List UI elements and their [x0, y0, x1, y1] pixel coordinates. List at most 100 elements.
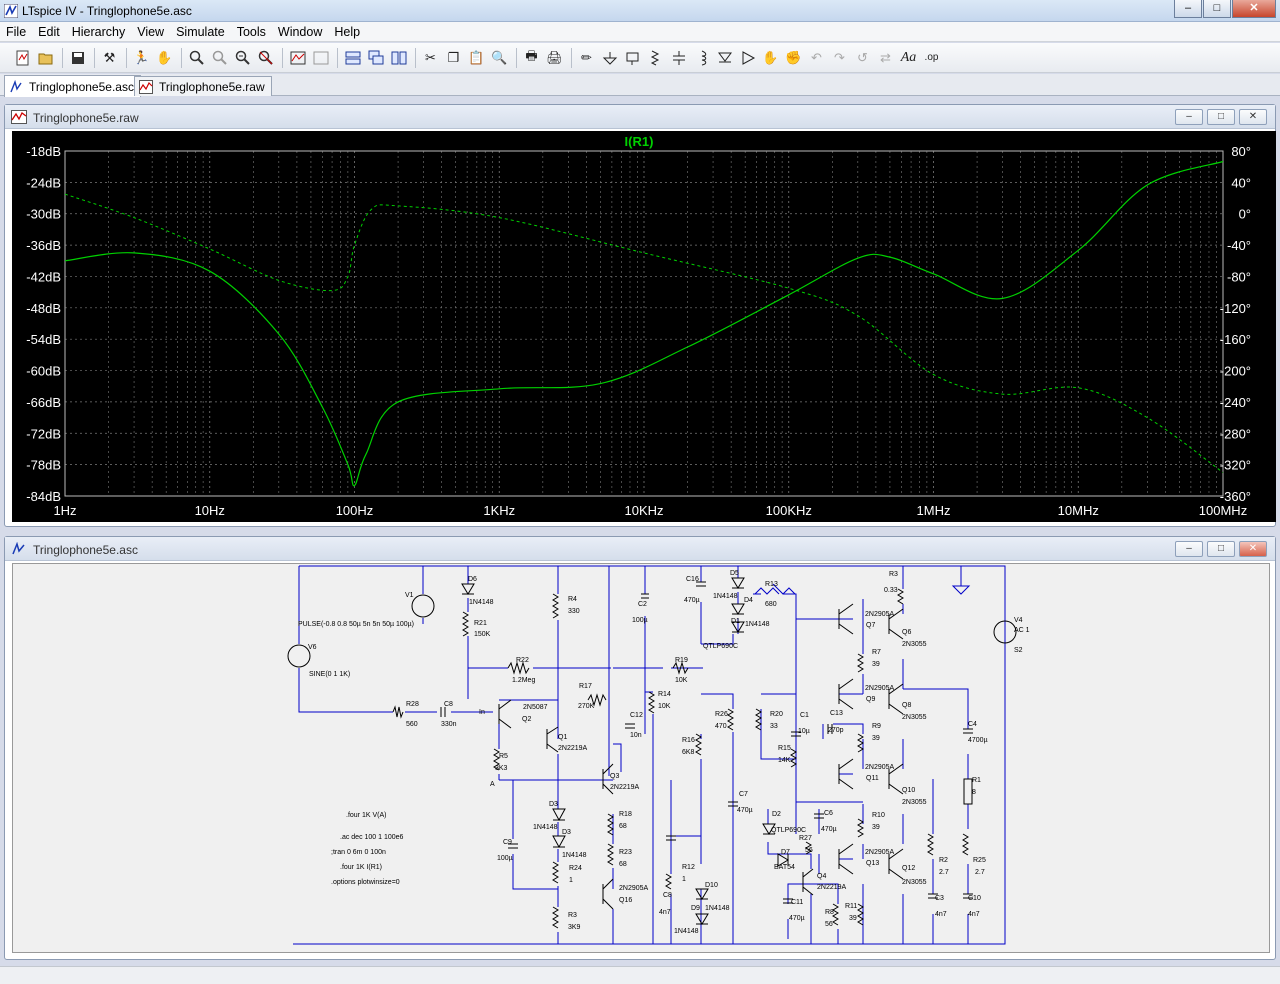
control-panel-icon[interactable]: ⚒ — [103, 49, 116, 65]
schematic-label[interactable]: D5 — [730, 570, 739, 577]
schematic-label[interactable]: 1N4148 — [713, 593, 738, 600]
schematic-label[interactable]: 10K — [675, 677, 688, 684]
zoom-cancel-icon[interactable] — [255, 47, 276, 68]
tab-waveform[interactable]: Tringlophone5e.raw — [134, 76, 272, 96]
redo-icon[interactable]: ↷ — [834, 49, 845, 65]
schematic-label[interactable]: 470µ — [821, 826, 837, 833]
cut-icon[interactable]: ✂ — [425, 49, 436, 65]
schematic-label[interactable]: 560 — [406, 721, 418, 728]
schematic-label[interactable]: 39 — [872, 661, 880, 668]
menu-simulate[interactable]: Simulate — [176, 24, 225, 39]
schematic-label[interactable]: AC 1 — [1014, 627, 1030, 634]
halt-icon[interactable]: ✋ — [156, 49, 173, 65]
menu-file[interactable]: File — [6, 24, 27, 39]
schematic-label[interactable]: D10 — [705, 882, 718, 889]
rotate-icon[interactable]: ↺ — [857, 49, 868, 65]
grid-icon[interactable] — [310, 47, 331, 68]
schematic-label[interactable]: 270K — [578, 703, 595, 710]
schematic-label[interactable]: Q9 — [866, 696, 875, 703]
schematic-label[interactable]: C16 — [686, 576, 699, 583]
schematic-label[interactable]: 150K — [474, 631, 491, 638]
schematic-label[interactable]: R19 — [675, 657, 688, 664]
schematic-label[interactable]: PULSE(-0.8 0.8 50µ 5n 5n 50µ 100µ) — [298, 621, 414, 628]
autorange-icon[interactable] — [287, 47, 308, 68]
schematic-label[interactable]: 1N4148 — [705, 905, 730, 912]
plot-close-button[interactable]: ✕ — [1239, 109, 1267, 125]
schematic-label[interactable]: 1N4148 — [469, 599, 494, 606]
schematic-label[interactable]: 2N3055 — [902, 714, 927, 721]
schematic-label[interactable]: 3K3 — [495, 765, 508, 772]
zoom-in-icon[interactable] — [186, 47, 207, 68]
schematic-label[interactable]: R25 — [973, 857, 986, 864]
schematic-label[interactable]: 100µ — [632, 617, 648, 624]
schematic-label[interactable]: R2 — [939, 857, 948, 864]
schematic-label[interactable]: V1 — [405, 592, 414, 599]
schematic-label[interactable]: 2.7 — [975, 869, 985, 876]
schematic-label[interactable]: Q4 — [817, 873, 826, 880]
schematic-label[interactable]: ;tran 0 6m 0 100n — [331, 849, 386, 856]
trace-label[interactable]: I(R1) — [625, 134, 654, 149]
schematic-label[interactable]: A — [490, 781, 495, 788]
zoom-out-icon[interactable] — [232, 47, 253, 68]
schematic-label[interactable]: 1N4148 — [562, 852, 587, 859]
schematic-label[interactable]: C10 — [968, 895, 981, 902]
schematic-label[interactable]: 1.2Meg — [512, 677, 535, 684]
schematic-label[interactable]: 2N2219A — [558, 745, 588, 752]
schematic-label[interactable]: 4700µ — [968, 737, 988, 744]
schematic-label[interactable]: 2N2905A — [865, 849, 895, 856]
schematic-label[interactable]: 680 — [765, 601, 777, 608]
schematic-label[interactable]: 10n — [630, 732, 642, 739]
schematic-label[interactable]: QTLP690C — [771, 827, 806, 834]
schematic-label[interactable]: R4 — [568, 596, 577, 603]
component-icon[interactable] — [737, 47, 758, 68]
schematic-label[interactable]: 14K — [778, 757, 791, 764]
schematic-minimize-button[interactable]: – — [1175, 541, 1203, 557]
schematic-label[interactable]: 68 — [619, 823, 627, 830]
schematic-label[interactable]: Q3 — [610, 773, 619, 780]
schematic-label[interactable]: 1 — [569, 877, 573, 884]
copy-icon[interactable]: ❐ — [447, 49, 460, 65]
schematic-label[interactable]: D2 — [772, 811, 781, 818]
menu-window[interactable]: Window — [277, 24, 323, 39]
schematic-label[interactable]: D3 — [549, 801, 558, 808]
tile-horizontal-icon[interactable] — [342, 47, 363, 68]
resistor-icon[interactable] — [645, 47, 666, 68]
tile-vertical-icon[interactable] — [388, 47, 409, 68]
wire-icon[interactable]: ✏ — [581, 49, 592, 65]
schematic-label[interactable]: Q10 — [902, 787, 915, 794]
move-icon[interactable]: ✋ — [762, 49, 779, 65]
schematic-label[interactable]: 39 — [849, 915, 857, 922]
schematic-label[interactable]: 56 — [805, 847, 813, 854]
schematic-label[interactable]: .four 1K I(R1) — [340, 864, 382, 871]
schematic-label[interactable]: C8 — [444, 701, 453, 708]
schematic-label[interactable]: 100µ — [497, 855, 513, 862]
schematic-label[interactable]: 2N3055 — [902, 879, 927, 886]
schematic-label[interactable]: R5 — [499, 753, 508, 760]
schematic-label[interactable]: Q7 — [866, 622, 875, 629]
schematic-label[interactable]: 2.7 — [939, 869, 949, 876]
schematic-label[interactable]: 4n7 — [659, 909, 671, 916]
schematic-label[interactable]: D7 — [781, 849, 790, 856]
zoom-rect-icon[interactable] — [209, 47, 230, 68]
schematic-label[interactable]: Q13 — [866, 860, 879, 867]
capacitor-icon[interactable] — [668, 47, 689, 68]
schematic-label[interactable]: QTLP690C — [703, 643, 738, 650]
schematic-label[interactable]: R16 — [682, 737, 695, 744]
schematic-label[interactable]: R15 — [778, 745, 791, 752]
schematic-label[interactable]: R22 — [516, 657, 529, 664]
schematic-label[interactable]: 4n7 — [968, 911, 980, 918]
schematic-label[interactable]: R13 — [765, 581, 778, 588]
schematic-label[interactable]: R20 — [770, 711, 783, 718]
schematic-label[interactable]: 270p — [828, 727, 844, 734]
schematic-label[interactable]: 470µ — [684, 597, 700, 604]
schematic-label[interactable]: R3 — [889, 571, 898, 578]
schematic-label[interactable]: 2N2219A — [817, 884, 847, 891]
schematic-label[interactable]: .options plotwinsize=0 — [331, 879, 400, 886]
schematic-label[interactable]: 56 — [825, 921, 833, 928]
menu-hierarchy[interactable]: Hierarchy — [71, 24, 126, 39]
schematic-label[interactable]: 1N4148 — [674, 928, 699, 935]
print-setup-icon[interactable]: 🖶 — [525, 47, 538, 63]
